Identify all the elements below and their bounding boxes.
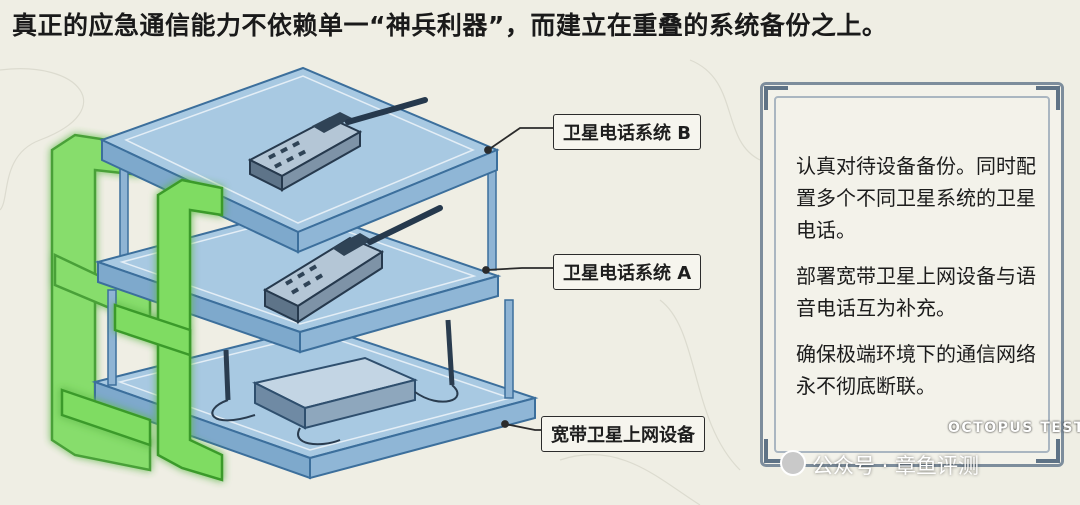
broadband-router-icon bbox=[211, 319, 459, 446]
page-title: 真正的应急通信能力不依赖单一“神兵利器”，而建立在重叠的系统备份之上。 bbox=[12, 11, 888, 40]
info-card-text: 认真对待设备备份。同时配置多个不同卫星系统的卫星电话。 部署宽带卫星上网设备与语… bbox=[796, 150, 1036, 416]
watermark-text: 公众号 · 章鱼评测 bbox=[812, 454, 980, 478]
corner-bracket-icon bbox=[1036, 439, 1060, 463]
green-frame-front bbox=[60, 178, 224, 482]
label-broadband-device: 宽带卫星上网设备 bbox=[541, 416, 705, 452]
watermark-badge: OCTOPUS TEST bbox=[948, 420, 1080, 436]
corner-bracket-icon bbox=[764, 86, 788, 110]
wechat-account-icon bbox=[780, 450, 806, 476]
corner-bracket-icon bbox=[1036, 86, 1060, 110]
watermark: 公众号 · 章鱼评测 bbox=[780, 450, 979, 480]
label-satellite-phone-a: 卫星电话系统 A bbox=[553, 254, 702, 290]
leader-lines bbox=[482, 127, 553, 431]
topo-background bbox=[0, 59, 761, 505]
info-paragraph-broadband: 部署宽带卫星上网设备与语音电话互为补充。 bbox=[796, 264, 1036, 320]
satellite-phone-b-icon bbox=[247, 97, 428, 192]
info-card-inner-border bbox=[774, 96, 1050, 453]
info-card-frame bbox=[760, 82, 1064, 467]
info-card: 认真对待设备备份。同时配置多个不同卫星系统的卫星电话。 部署宽带卫星上网设备与语… bbox=[760, 82, 1064, 467]
info-paragraph-connectivity: 确保极端环境下的通信网络永不彻底断联。 bbox=[796, 342, 1036, 398]
info-paragraph-backup: 认真对待设备备份。同时配置多个不同卫星系统的卫星电话。 bbox=[796, 154, 1036, 242]
label-satellite-phone-b: 卫星电话系统 B bbox=[553, 114, 701, 150]
satellite-phone-a-icon bbox=[262, 205, 443, 324]
